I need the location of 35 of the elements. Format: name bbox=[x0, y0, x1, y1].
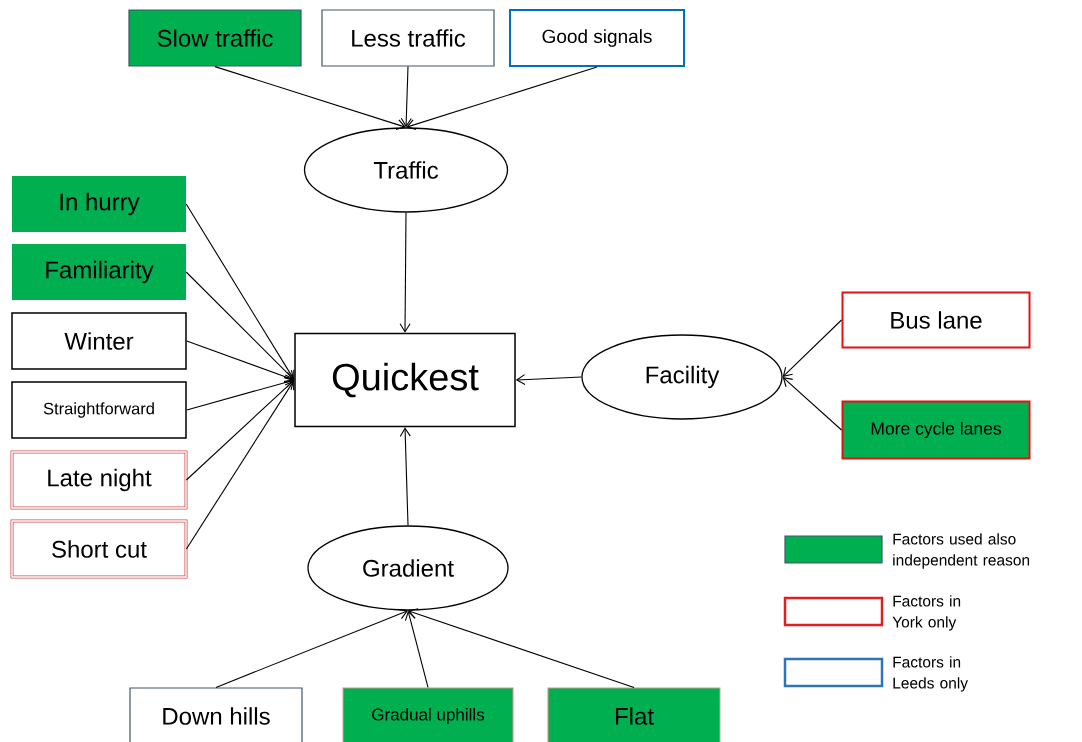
arrow bbox=[400, 66, 412, 128]
central-box: Quickest bbox=[294, 332, 516, 428]
legend-text: Factors in Leeds only bbox=[893, 656, 968, 692]
factor-box: Familiarity bbox=[12, 244, 186, 300]
arrow bbox=[185, 380, 295, 550]
arrow bbox=[185, 203, 295, 380]
factor-box: Less traffic bbox=[321, 9, 495, 67]
factor-box: Short cut bbox=[10, 519, 188, 579]
factor-box: More cycle lanes bbox=[841, 400, 1031, 460]
factor-box: Slow traffic bbox=[128, 9, 302, 67]
arrow bbox=[406, 66, 598, 130]
arrow bbox=[404, 610, 429, 688]
factor-box: Straightforward bbox=[11, 381, 187, 439]
factor-box: Down hills bbox=[129, 687, 303, 742]
arrow bbox=[408, 608, 635, 688]
arrow bbox=[399, 212, 411, 333]
factor-box: Bus lane bbox=[841, 291, 1031, 349]
factor-box: Good signals bbox=[509, 9, 685, 67]
arrow bbox=[515, 374, 582, 386]
arrow bbox=[782, 377, 843, 431]
factor-box: Late night bbox=[10, 450, 188, 510]
factor-box: Gradual uphills bbox=[342, 687, 514, 742]
factor-box: Winter bbox=[11, 312, 187, 370]
arrow bbox=[399, 427, 411, 526]
arrow bbox=[185, 380, 295, 481]
legend-text: Factors in York only bbox=[892, 595, 961, 631]
arrow bbox=[215, 608, 408, 688]
arrow bbox=[782, 319, 843, 377]
arrow bbox=[186, 340, 295, 383]
legend-text: Factors used also independent reason bbox=[893, 533, 1030, 569]
factor-box: Flat bbox=[547, 687, 721, 742]
arrow bbox=[214, 66, 406, 130]
arrow bbox=[185, 271, 295, 380]
arrow bbox=[186, 377, 295, 411]
factor-box: In hurry bbox=[12, 176, 186, 232]
